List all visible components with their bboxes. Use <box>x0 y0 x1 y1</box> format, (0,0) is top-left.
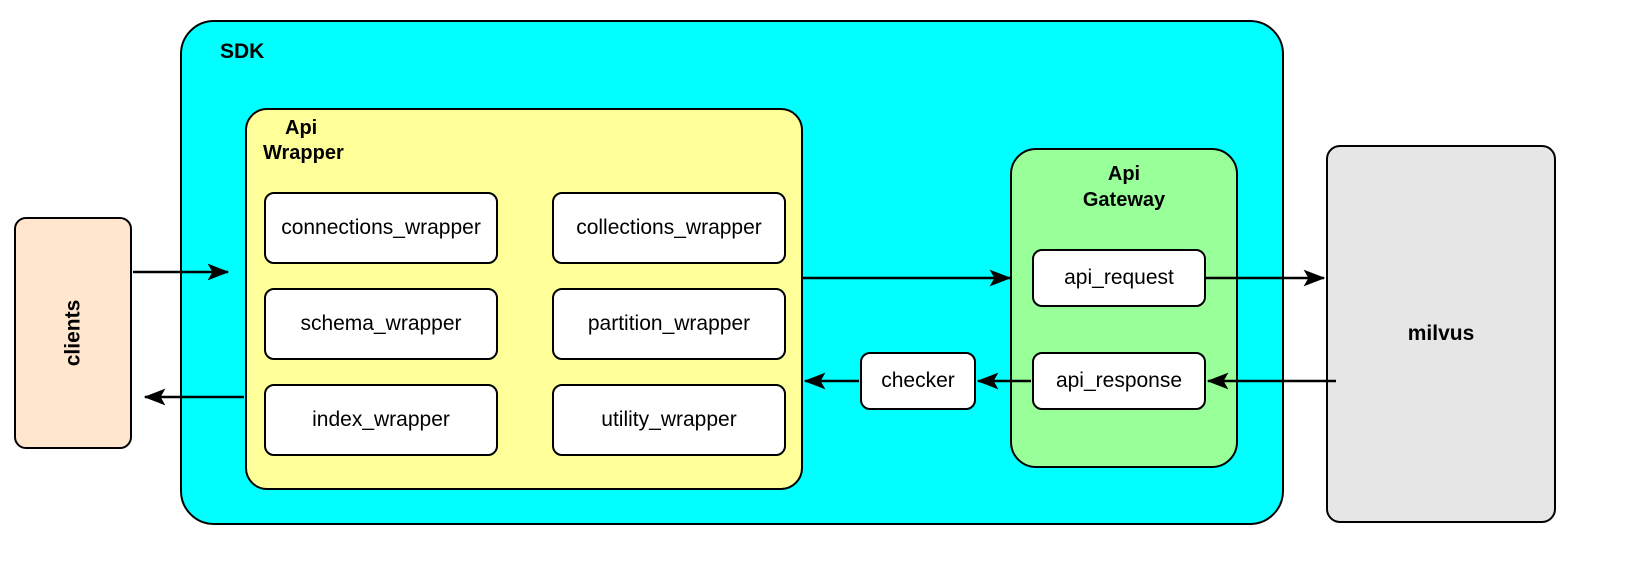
node-clients-label: clients <box>61 299 84 367</box>
container-api-wrapper-label: Api Wrapper <box>263 116 413 166</box>
node-schema-wrapper[interactable]: schema_wrapper <box>264 288 498 360</box>
node-checker[interactable]: checker <box>860 352 976 410</box>
container-sdk-label: SDK <box>220 40 265 63</box>
node-utility-wrapper[interactable]: utility_wrapper <box>552 384 786 456</box>
node-collections-wrapper[interactable]: collections_wrapper <box>552 192 786 264</box>
node-connections-wrapper[interactable]: connections_wrapper <box>264 192 498 264</box>
container-api-gateway[interactable] <box>1010 148 1238 468</box>
node-index-wrapper[interactable]: index_wrapper <box>264 384 498 456</box>
container-api-wrapper-label-line1: Api <box>285 117 318 139</box>
container-api-wrapper-label-line2: Wrapper <box>263 142 344 164</box>
node-partition-wrapper[interactable]: partition_wrapper <box>552 288 786 360</box>
node-milvus[interactable]: milvus <box>1326 145 1556 523</box>
container-api-gateway-label-line1: Api <box>1107 163 1141 185</box>
node-clients[interactable]: clients <box>14 217 132 449</box>
container-api-gateway-label: Api Gateway <box>1010 162 1238 213</box>
container-api-gateway-label-line2: Gateway <box>1082 188 1166 211</box>
node-api-response[interactable]: api_response <box>1032 352 1206 410</box>
node-api-request[interactable]: api_request <box>1032 249 1206 307</box>
